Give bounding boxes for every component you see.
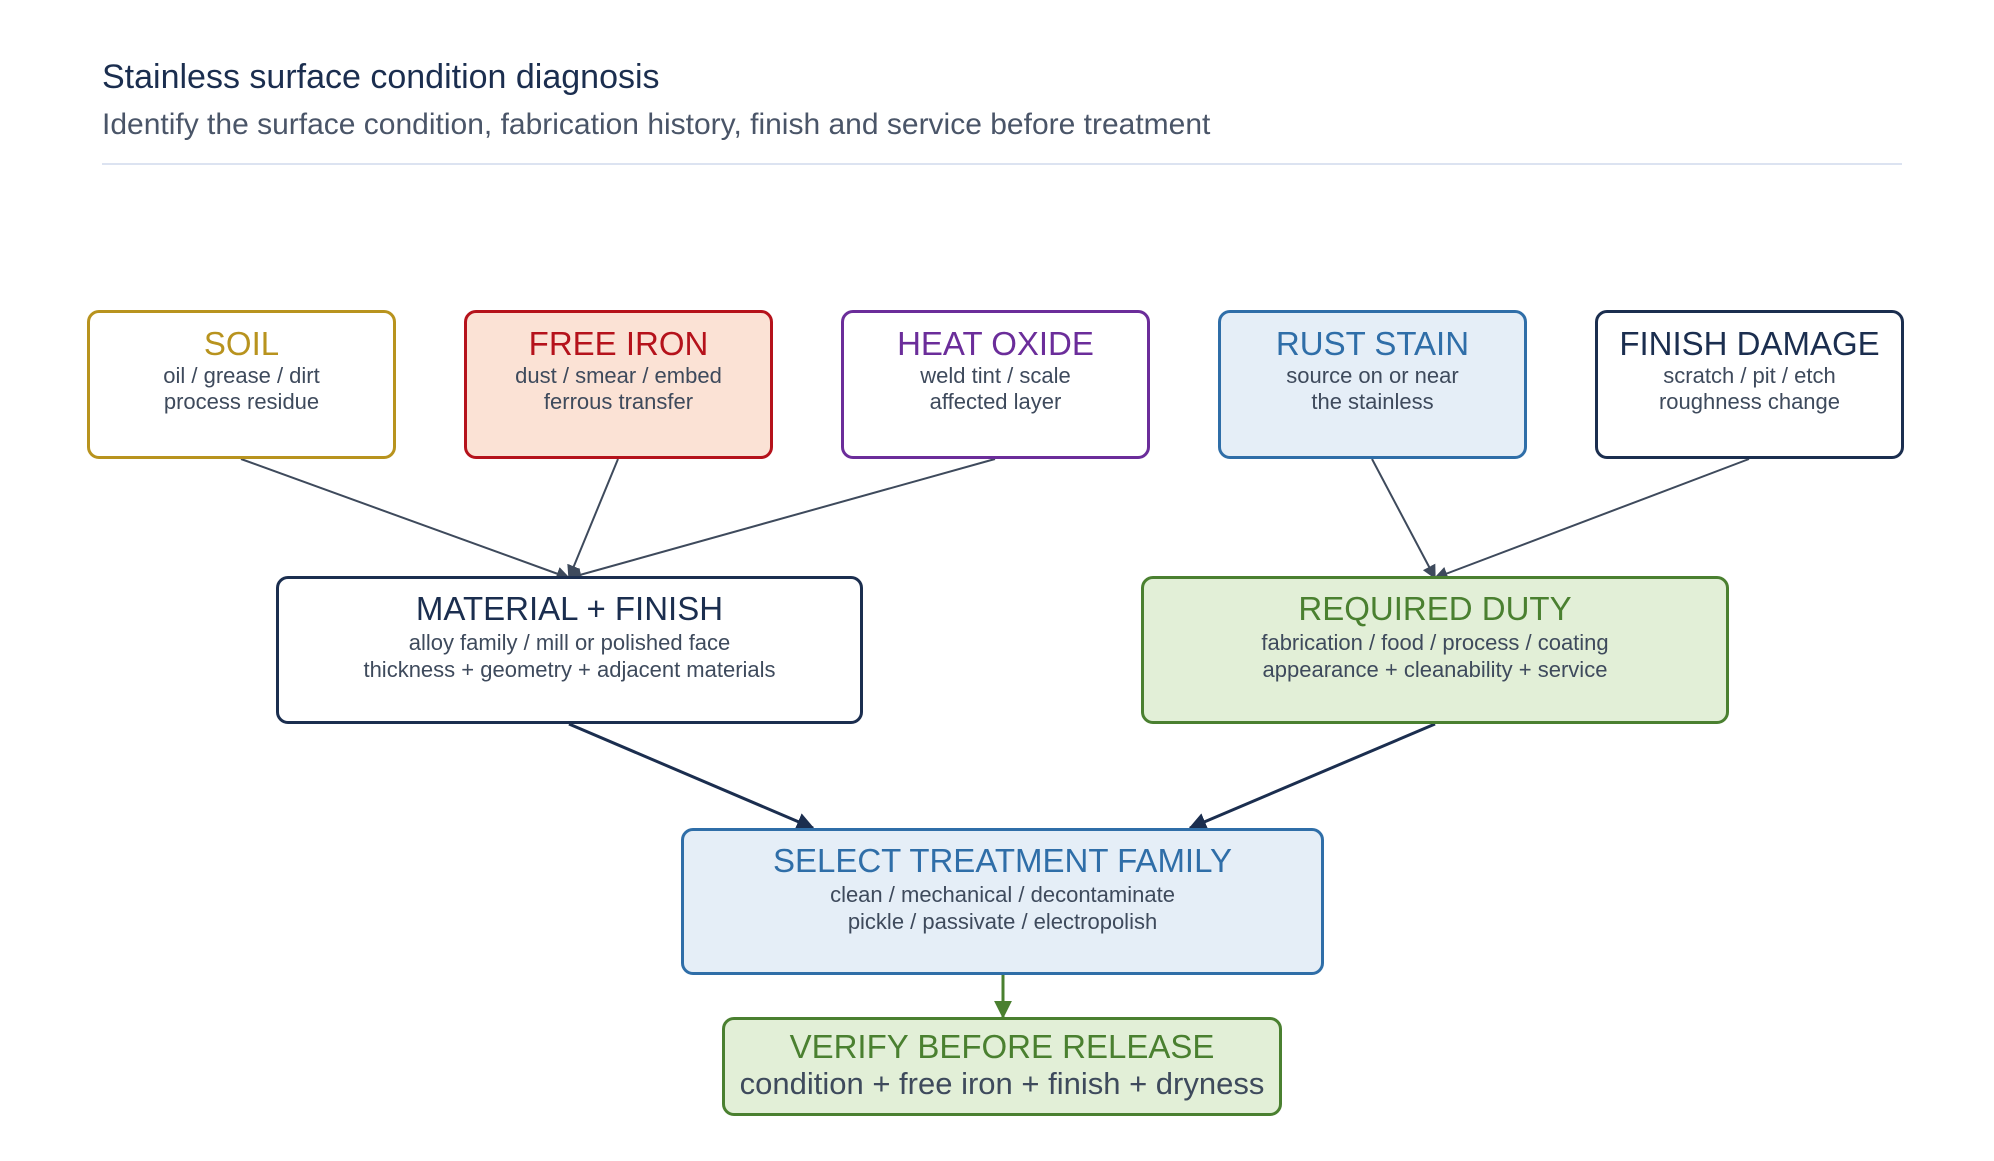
node-select-treatment-family: SELECT TREATMENT FAMILY clean / mechanic… [681,828,1324,975]
edge-free-iron-to-material [567,458,619,580]
node-detail: fabrication / food / process / coating [1261,630,1609,655]
node-title: FINISH DAMAGE [1619,325,1880,362]
node-detail: roughness change [1658,389,1841,414]
node-title: FREE IRON [528,325,709,362]
node-detail: ferrous transfer [543,389,694,414]
node-detail: affected layer [929,389,1062,414]
node-detail: the stainless [1311,389,1434,414]
edge-soil-to-material [240,458,571,581]
node-title: HEAT OXIDE [897,325,1094,362]
page-title: Stainless surface condition diagnosis [102,58,660,96]
edge-heat-oxide-to-material [567,458,996,582]
node-required-duty: REQUIRED DUTY fabrication / food / proce… [1141,576,1729,724]
node-title: REQUIRED DUTY [1298,590,1572,627]
node-detail: weld tint / scale [920,363,1071,388]
node-detail: pickle / passivate / electropolish [847,909,1158,934]
node-detail: condition + free iron + finish + dryness [739,1066,1265,1101]
node-title: VERIFY BEFORE RELEASE [789,1028,1215,1065]
node-detail: thickness + geometry + adjacent material… [363,657,776,682]
node-material-finish: MATERIAL + FINISH alloy family / mill or… [276,576,863,724]
node-title: RUST STAIN [1275,325,1470,362]
node-detail: clean / mechanical / decontaminate [830,882,1175,907]
node-title: SELECT TREATMENT FAMILY [772,842,1233,879]
edge-duty-to-treatment [1188,722,1436,830]
node-detail: appearance + cleanability + service [1262,657,1608,682]
node-detail: source on or near [1286,363,1459,388]
node-detail: oil / grease / dirt [163,363,320,388]
node-soil: SOIL oil / grease / dirt process residue [87,310,396,459]
node-free-iron: FREE IRON dust / smear / embed ferrous t… [464,310,773,459]
node-title: MATERIAL + FINISH [415,590,724,627]
node-detail: process residue [163,389,320,414]
node-finish-damage: FINISH DAMAGE scratch / pit / etch rough… [1595,310,1904,459]
node-title: SOIL [203,325,280,362]
header-divider [102,163,1902,165]
node-verify-before-release: VERIFY BEFORE RELEASE condition + free i… [722,1017,1282,1116]
node-detail: alloy family / mill or polished face [408,630,731,655]
page-subtitle: Identify the surface condition, fabricat… [102,108,1211,141]
node-rust-stain: RUST STAIN source on or near the stainle… [1218,310,1527,459]
node-heat-oxide: HEAT OXIDE weld tint / scale affected la… [841,310,1150,459]
edge-finish-damage-to-duty [1433,458,1750,581]
edge-rust-stain-to-duty [1371,458,1436,580]
edge-material-to-treatment [568,722,815,830]
node-detail: dust / smear / embed [515,363,722,388]
node-detail: scratch / pit / etch [1663,363,1836,388]
